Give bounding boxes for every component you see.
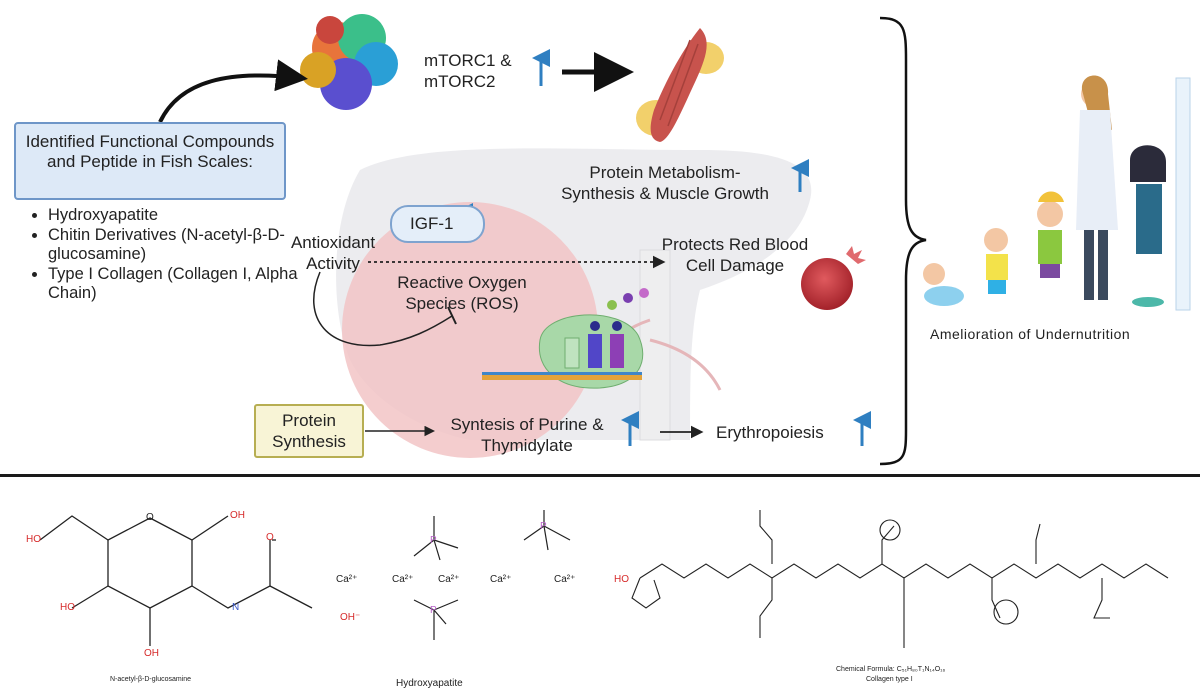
red-blood-cell-illustration: [801, 246, 866, 310]
protein-metabolism-label: Protein Metabolism- Synthesis & Muscle G…: [540, 162, 790, 204]
compound-item: Hydroxyapatite: [48, 206, 308, 226]
igf-1-badge: IGF-1: [390, 205, 485, 243]
section-divider: [0, 474, 1200, 477]
antioxidant-line2: Activity: [306, 254, 360, 273]
protein-synthesis-line2: Synthesis: [272, 432, 346, 451]
glucosamine-ho-bottom-left: HO: [60, 602, 75, 613]
rbc-line1: Protects Red Blood: [661, 235, 809, 254]
curly-brace: [879, 16, 927, 466]
ribosome-illustration: [482, 288, 649, 389]
ros-line1: Reactive Oxygen: [397, 273, 527, 292]
glucosamine-ho-left: HO: [26, 534, 41, 545]
phosphate-p-3: P: [430, 605, 437, 616]
hydroxide-ion: OH⁻: [340, 612, 361, 623]
collagen-ho-terminal: HO: [614, 574, 629, 585]
erythropoiesis-label: Erythropoiesis: [716, 423, 824, 442]
glucosamine-oh-top: OH: [230, 510, 245, 521]
glucosamine-caption: N-acetyl-β-D-glucosamine: [110, 676, 192, 683]
hydroxyapatite-structure: [413, 510, 571, 640]
calcium-ion-2: Ca²⁺: [392, 574, 414, 585]
outcome-label: Amelioration of Undernutrition: [930, 326, 1131, 342]
phosphate-p-1: P: [430, 535, 437, 546]
purine-label: Syntesis of Purine & Thymidylate: [432, 414, 622, 456]
protein-synthesis-line1: Protein: [282, 411, 336, 430]
calcium-ion-3: Ca²⁺: [438, 574, 460, 585]
protein-synthesis-box: Protein Synthesis: [254, 404, 364, 458]
glucosamine-structure: [39, 515, 313, 646]
glucosamine-nh: N: [232, 602, 240, 613]
glucosamine-oh-bottom: OH: [144, 648, 159, 659]
compounds-box-title: Identified Functional Compounds and Pept…: [25, 132, 275, 171]
muscle-illustration: [636, 28, 724, 142]
rbc-line2: Cell Damage: [685, 256, 785, 275]
mtor-protein-structure: [300, 14, 398, 110]
collagen-caption: Collagen type I: [866, 676, 913, 683]
rbc-label: Protects Red Blood Cell Damage: [650, 234, 820, 276]
collagen-formula: Chemical Formula: C₅₁H₈₀T₁N₁₄O₁₆: [836, 666, 945, 673]
antioxidant-line1: Antioxidant: [290, 233, 376, 252]
calcium-ion-1: Ca²⁺: [336, 574, 358, 585]
purine-line1: Syntesis of Purine &: [450, 415, 604, 434]
antioxidant-label: Antioxidant Activity: [278, 232, 388, 274]
compound-item: Chitin Derivatives (N-acetyl-β-D-glucosa…: [48, 226, 308, 265]
glucosamine-o-carbonyl: O: [266, 532, 274, 543]
collagen-structure: [631, 510, 1169, 648]
hydroxyapatite-caption: Hydroxyapatite: [396, 678, 463, 689]
mtorc-label: mTORC1 & mTORC2: [424, 50, 512, 92]
compounds-box: Identified Functional Compounds and Pept…: [14, 122, 286, 200]
children-growth-illustration: [923, 75, 1191, 311]
ros-line2: Species (ROS): [405, 294, 519, 313]
phosphate-p-2: P: [540, 521, 547, 532]
collagen-formula-prefix: Chemical Formula:: [836, 666, 895, 673]
collagen-formula-value: C₅₁H₈₀T₁N₁₄O₁₆: [896, 666, 946, 673]
calcium-ion-4: Ca²⁺: [490, 574, 512, 585]
mtorc-line1: mTORC1 &: [424, 51, 512, 70]
purine-line2: Thymidylate: [481, 436, 573, 455]
mtorc-line2: mTORC2: [424, 72, 496, 91]
compound-item: Type I Collagen (Collagen I, Alpha Chain…: [48, 265, 308, 304]
protein-metabolism-line1: Protein Metabolism-: [589, 163, 741, 182]
glucosamine-o-ring: O: [146, 512, 154, 523]
igf-1-label: IGF-1: [410, 214, 454, 233]
compounds-list: Hydroxyapatite Chitin Derivatives (N-ace…: [30, 206, 308, 304]
protein-metabolism-line2: Synthesis & Muscle Growth: [561, 184, 769, 203]
calcium-ion-5: Ca²⁺: [554, 574, 576, 585]
ros-label: Reactive Oxygen Species (ROS): [382, 272, 542, 314]
